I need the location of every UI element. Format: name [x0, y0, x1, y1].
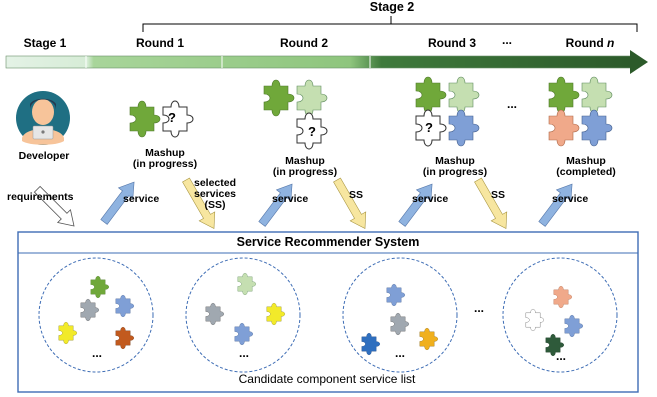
circle-ellipsis: ...: [473, 301, 485, 315]
stage1-label: Stage 1: [23, 36, 67, 50]
mashup-2-label: Mashup(in progress): [272, 155, 338, 179]
candidate-dots-3: ...: [394, 346, 406, 360]
stage2-bracket: [142, 16, 638, 32]
recommender-title: Service Recommender System: [236, 235, 420, 249]
roundn-label: Round n: [565, 36, 615, 50]
round2-label: Round 2: [280, 36, 328, 50]
candidate-dots-2: ...: [238, 346, 250, 360]
timeline-arrow: [5, 50, 648, 74]
mashup-3-question: ?: [425, 120, 433, 135]
service-label-4: service: [552, 193, 589, 205]
mashup-n-puzzle: [548, 76, 613, 147]
ss-arrow-2: [333, 177, 367, 229]
service-label-1: service: [123, 193, 160, 205]
ss-label-3: SS: [491, 189, 506, 201]
mashup-1-question: ?: [168, 110, 176, 125]
requirements-arrow: [33, 185, 75, 227]
stage-ellipsis: ...: [501, 33, 513, 47]
developer-label: Developer: [18, 150, 70, 162]
ss-label-2: SS: [349, 189, 364, 201]
candidate-dots-4: ...: [555, 349, 567, 363]
mashup-1-label: Mashup(in progress): [132, 147, 198, 171]
mashup-2-puzzle: [263, 79, 328, 150]
stage2-label: Stage 2: [369, 0, 415, 14]
developer-avatar-icon: [16, 91, 70, 145]
candidate-dots-1: ...: [91, 346, 103, 360]
service-arrow-4: [538, 183, 573, 227]
mashup-ellipsis: ...: [506, 97, 518, 111]
mashup-2-question: ?: [308, 124, 316, 139]
candidate-list-label: Candidate component service list: [238, 372, 416, 386]
service-label-2: service: [272, 193, 309, 205]
service-arrow-1: [100, 181, 135, 225]
requirements-label: requirements: [7, 191, 74, 203]
mashup-3-label: Mashup(in progress): [422, 155, 488, 179]
candidate-circles: [38, 257, 618, 373]
mashup-n-label: Mashup(completed): [556, 155, 616, 179]
mashup-3-puzzle: [415, 76, 480, 147]
mashup-1-puzzle: [129, 100, 194, 138]
service-label-3: service: [412, 193, 449, 205]
round1-label: Round 1: [136, 36, 184, 50]
ss-arrow-3: [474, 177, 508, 229]
round3-label: Round 3: [428, 36, 476, 50]
ss-arrow-1: [182, 177, 216, 229]
recommender-box: [17, 231, 639, 393]
service-arrow-2: [258, 183, 293, 227]
service-arrow-3: [398, 183, 433, 227]
